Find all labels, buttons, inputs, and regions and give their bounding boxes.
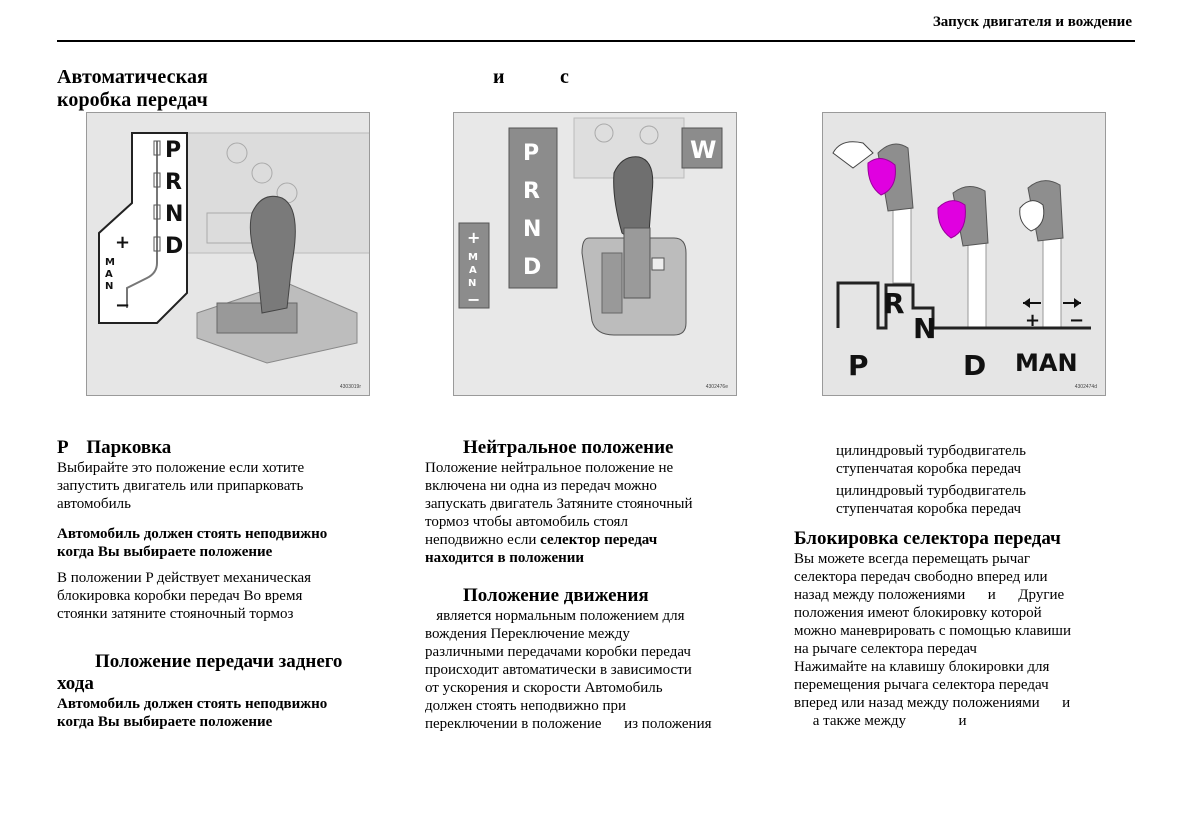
svg-text:+: +	[467, 228, 480, 247]
lock-text-line: назад между положениями и Другие	[794, 587, 1065, 603]
park-text-line: Выбирайте это положение если хотите	[57, 460, 305, 476]
lock-text-line: селектора передач свободно вперед или	[794, 569, 1048, 585]
svg-text:P: P	[165, 138, 181, 163]
park-title: Парковка	[86, 437, 172, 458]
svg-text:N: N	[105, 281, 113, 292]
park-letter: P	[57, 437, 68, 458]
figure-code: 4302474d	[1074, 384, 1097, 390]
park-text-line: автомобиль	[57, 496, 131, 512]
park-text2-line: блокировка коробки передач Во время	[57, 588, 303, 604]
reverse-heading: Положение передачи заднего	[95, 651, 343, 672]
figure-code: 4302476e	[705, 384, 728, 390]
lock-text-line: перемещения рычага селектора передач	[794, 677, 1049, 693]
drive-text-line: различными передачами коробки передач	[425, 644, 691, 660]
svg-text:A: A	[469, 265, 477, 276]
svg-text:D: D	[523, 255, 541, 280]
svg-text:N: N	[468, 278, 476, 289]
svg-text:−: −	[115, 295, 130, 316]
lock-text-line: на рычаге селектора передач	[794, 641, 977, 657]
page-title-main: Автоматическая коробка передач	[57, 66, 208, 111]
svg-text:W: W	[690, 136, 716, 164]
lock-text-line: положения имеют блокировку которой	[794, 605, 1042, 621]
lock-text-line: можно маневрировать с помощью клавиши	[794, 623, 1072, 639]
park-heading: P Парковка	[57, 437, 397, 459]
svg-text:A: A	[105, 269, 113, 280]
header-rule	[57, 40, 1135, 42]
figure-gear-selector-3: + − R N P D MAN 4302474d	[822, 112, 1106, 396]
svg-text:D: D	[963, 349, 986, 382]
svg-text:R: R	[883, 287, 905, 320]
svg-text:+: +	[115, 232, 130, 253]
svg-text:N: N	[523, 217, 541, 242]
drive-heading: Положение движения	[463, 585, 649, 606]
lock-text-line: Нажимайте на клавишу блокировки для	[794, 659, 1050, 675]
svg-text:−: −	[1069, 310, 1084, 331]
svg-text:P: P	[848, 349, 869, 382]
drive-text-line: вождения Переключение между	[425, 626, 630, 642]
column-2: Нейтральное положение Положение нейтраль…	[425, 437, 765, 733]
neutral-text-line: запускать двигатель Затяните стояночный	[425, 496, 693, 512]
svg-text:M: M	[105, 257, 115, 268]
figure-code: 4303019r	[339, 384, 361, 390]
svg-text:+: +	[1025, 310, 1040, 331]
reverse-heading-cont: хода	[57, 673, 94, 694]
drive-text-line: переключении в положение из положения	[425, 716, 712, 732]
neutral-text-line: включена ни одна из передач можно	[425, 478, 657, 494]
gear-selector-illustration-1: P R N D + M A N −	[87, 113, 369, 395]
gear-selector-illustration-3: + − R N P D MAN	[823, 113, 1105, 395]
drive-text-line: должен стоять неподвижно при	[425, 698, 627, 714]
gear-selector-illustration-2: P R N D + M A N − W	[454, 113, 736, 395]
svg-text:D: D	[165, 234, 183, 259]
page-title-part2: и	[493, 66, 505, 88]
neutral-heading: Нейтральное положение	[463, 437, 674, 458]
column-1: P Парковка Выбирайте это положение если …	[57, 437, 397, 731]
variant-line: цилиндровый турбодвигатель	[836, 443, 1026, 459]
variant-line: ступенчатая коробка передач	[836, 501, 1022, 517]
svg-text:R: R	[523, 179, 540, 204]
park-warning-line: когда Вы выбираете положение	[57, 544, 273, 560]
svg-text:N: N	[165, 202, 183, 227]
neutral-text-line: тормоз чтобы автомобиль стоял	[425, 514, 628, 530]
drive-text-line: является нормальным положением для	[425, 608, 685, 624]
park-text2-line: В положении P действует механическая	[57, 570, 312, 586]
section-header: Запуск двигателя и вождение	[932, 14, 1132, 30]
svg-text:P: P	[523, 141, 539, 166]
neutral-text-inline: неподвижно если	[425, 532, 537, 548]
figure-gear-selector-2: P R N D + M A N − W 4302476e	[453, 112, 737, 396]
variant-list: цилиндровый турбодвигатель ступенчатая к…	[794, 442, 1134, 518]
variant-line: цилиндровый турбодвигатель	[836, 483, 1026, 499]
park-warning-line: Автомобиль должен стоять неподвижно	[57, 526, 328, 542]
svg-text:N: N	[913, 312, 936, 345]
neutral-text-line: Положение нейтральное положение не	[425, 460, 674, 476]
svg-text:M: M	[468, 252, 478, 263]
neutral-bold-line: находится в положении	[425, 550, 585, 566]
svg-text:−: −	[467, 290, 480, 309]
lock-heading: Блокировка селектора передач	[794, 528, 1061, 549]
drive-text-line: от ускорения и скорости Автомобиль	[425, 680, 663, 696]
lock-text-line: вперед или назад между положениями и	[794, 695, 1071, 711]
variant-line: ступенчатая коробка передач	[836, 461, 1022, 477]
park-text-line: запустить двигатель или припарковать	[57, 478, 304, 494]
figure-gear-selector-1: P R N D + M A N − 4303019r	[86, 112, 370, 396]
reverse-warning-line: Автомобиль должен стоять неподвижно	[57, 696, 328, 712]
svg-text:MAN: MAN	[1015, 349, 1078, 377]
park-text2-line: стоянки затяните стояночный тормоз	[57, 606, 294, 622]
drive-text-line: происходит автоматически в зависимости	[425, 662, 692, 678]
column-3: цилиндровый турбодвигатель ступенчатая к…	[794, 442, 1134, 730]
reverse-warning-line: когда Вы выбираете положение	[57, 714, 273, 730]
lock-text-line: а также между и	[794, 713, 967, 729]
neutral-bold-inline: селектор передач	[540, 532, 658, 548]
page-title-part3: с	[560, 66, 569, 88]
svg-text:R: R	[165, 170, 182, 195]
lock-text-line: Вы можете всегда перемещать рычаг	[794, 551, 1031, 567]
neutral-text-line: неподвижно если селектор передач	[425, 531, 765, 549]
